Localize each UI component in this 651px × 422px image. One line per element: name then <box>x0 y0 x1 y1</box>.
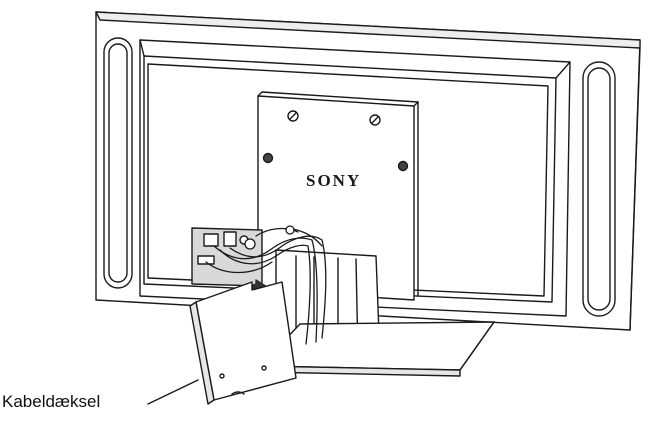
cable-bundle <box>205 225 327 345</box>
left-speaker-panel <box>103 37 133 289</box>
screw-mid-left-icon <box>262 152 274 164</box>
cable-cover-label: Kabeldæksel <box>2 392 101 411</box>
cable-cover <box>189 281 297 405</box>
tv-stand <box>259 249 495 377</box>
callout-leader-line <box>147 379 199 405</box>
brand-label: SONY <box>306 171 361 190</box>
screw-mid-right-icon <box>397 160 409 172</box>
mounting-plate: SONY <box>257 91 419 301</box>
cable-clamp-icon <box>244 238 256 250</box>
right-speaker-panel <box>582 61 616 317</box>
